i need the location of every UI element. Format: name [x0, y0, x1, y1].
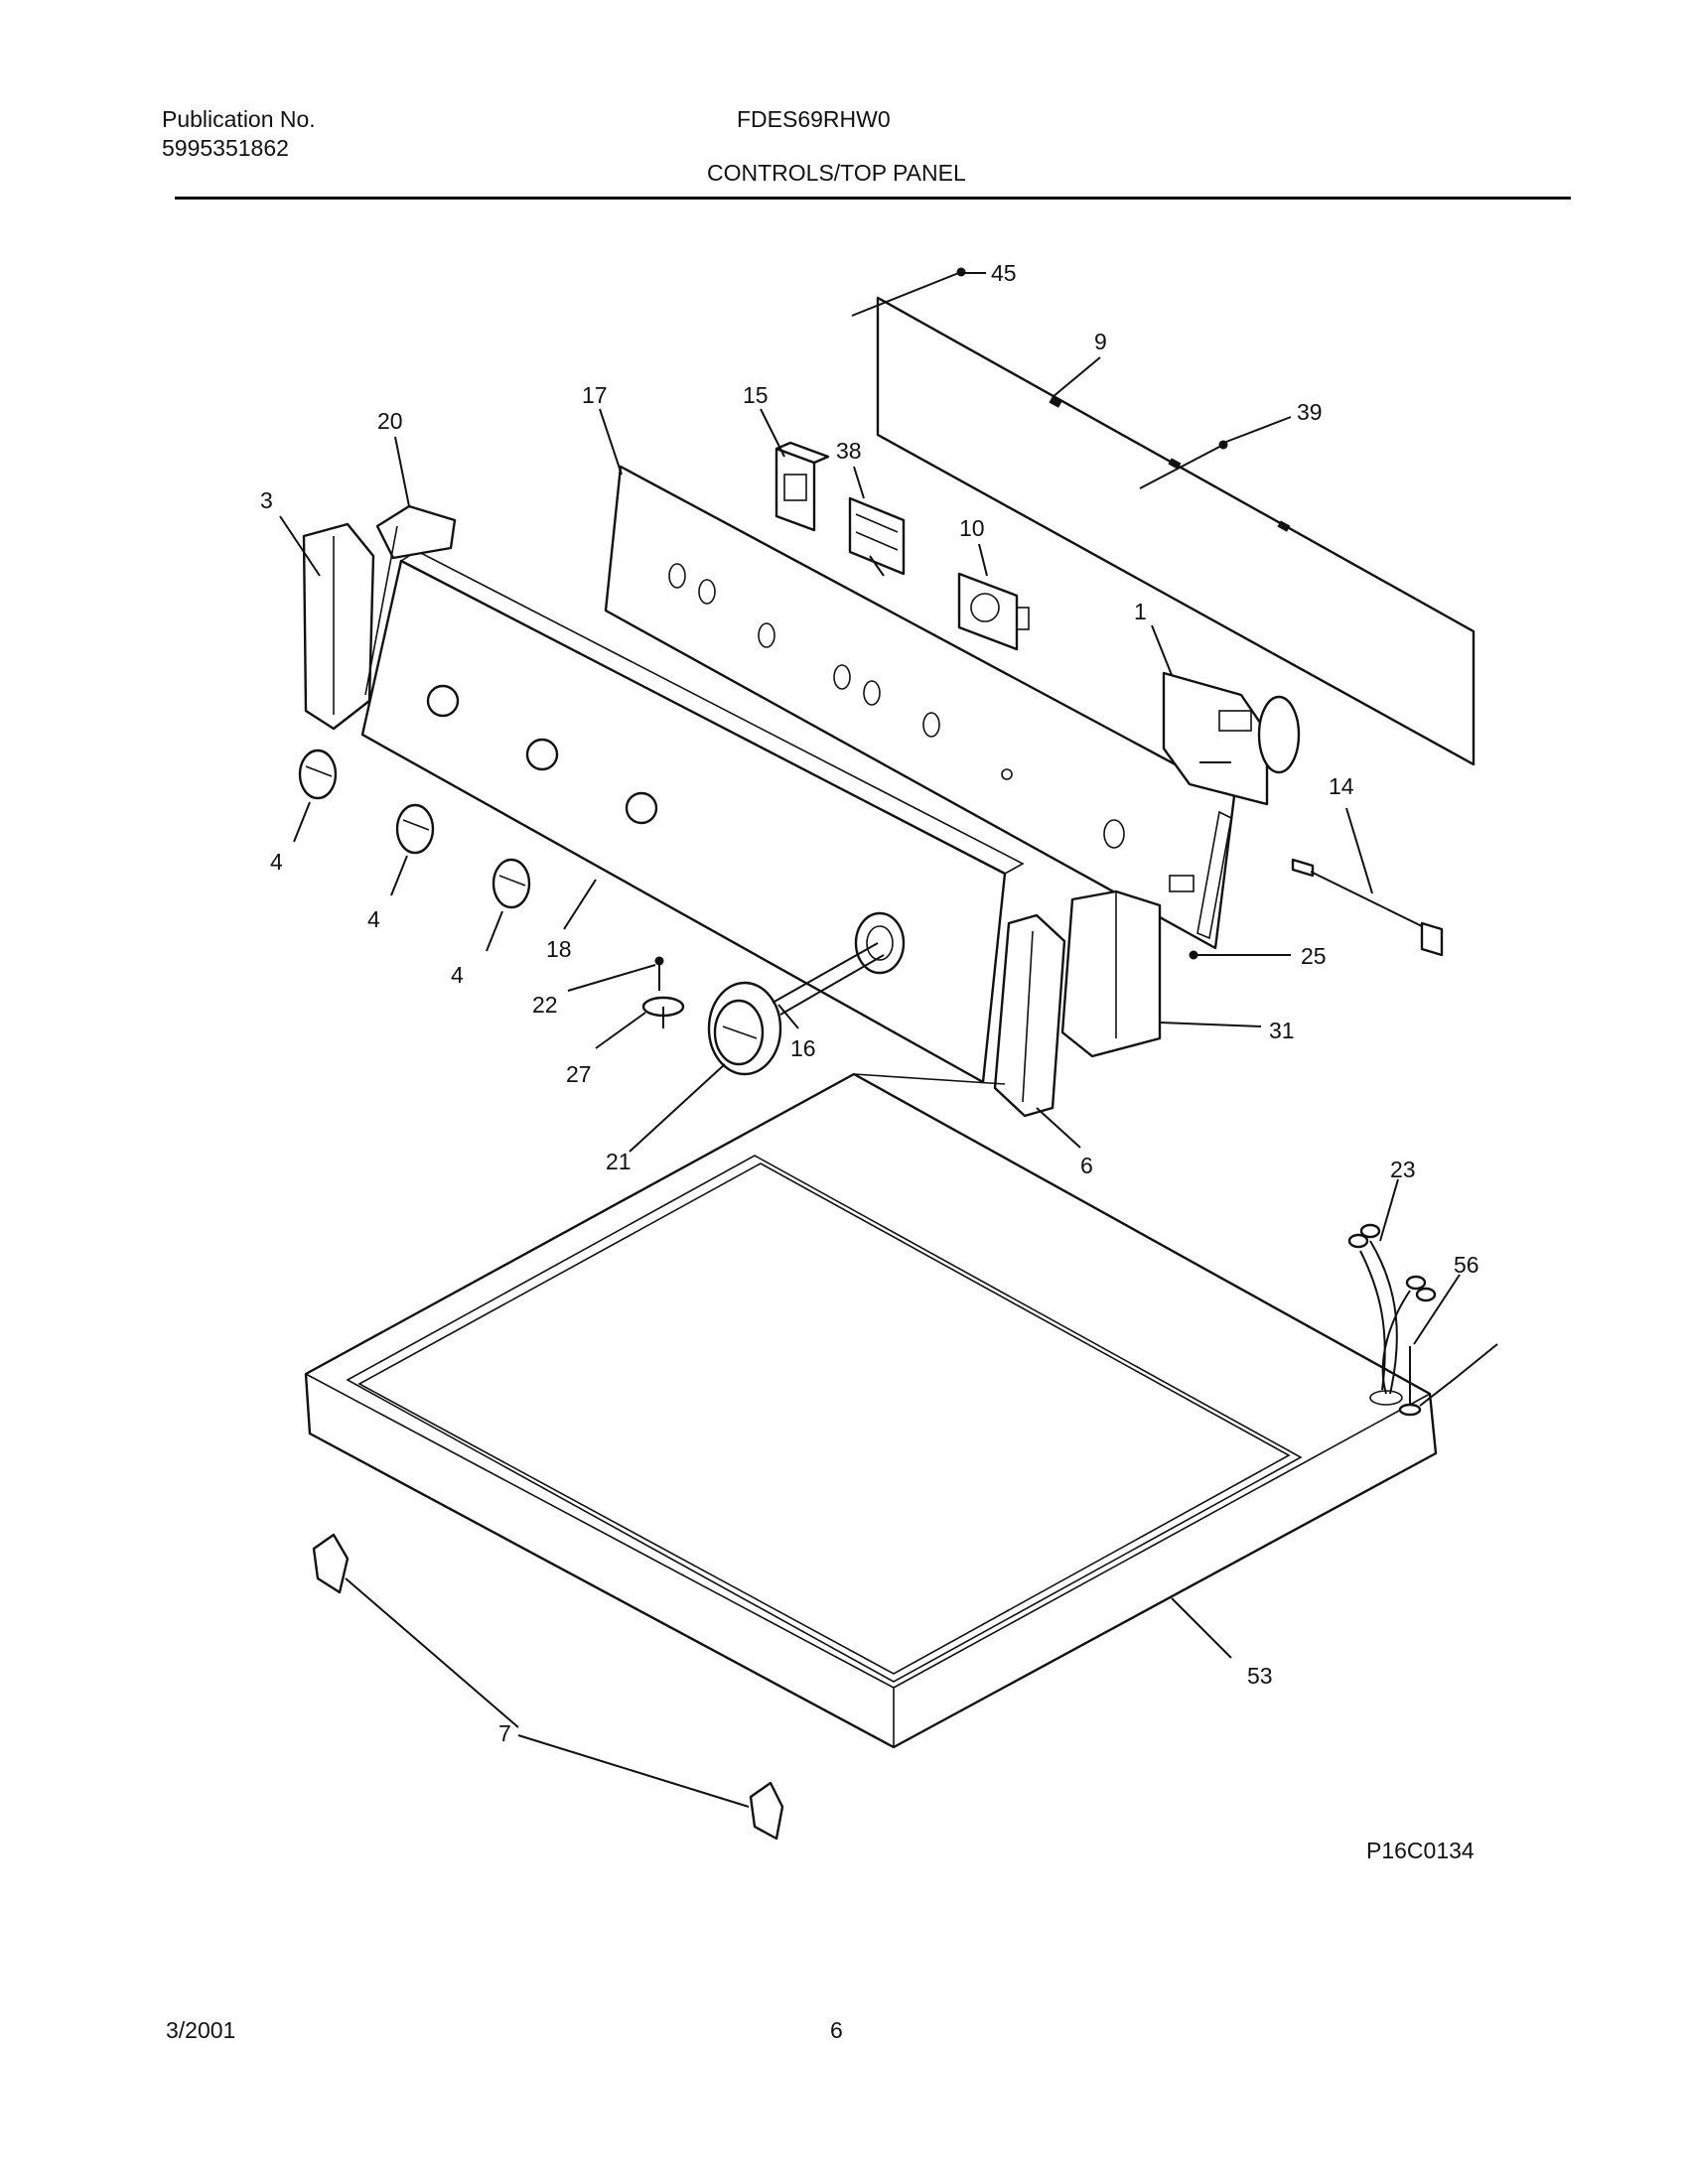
callout-label: 6 [1080, 1153, 1093, 1178]
callout-label: 31 [1269, 1018, 1295, 1043]
top-panel-part [304, 1072, 1438, 1749]
right-end-cap-part [993, 913, 1066, 1118]
callout-label: 7 [498, 1720, 511, 1746]
callout-label: 15 [743, 382, 769, 408]
screw-part [654, 956, 664, 991]
callout-label: 1 [1134, 599, 1147, 624]
console-panel-part [360, 550, 1025, 1084]
callout-label: 9 [1094, 329, 1107, 354]
callout-label: 17 [582, 382, 608, 408]
timer-part [1162, 671, 1301, 806]
callout-label: 53 [1247, 1663, 1273, 1689]
timer-knob-part [707, 981, 782, 1076]
screw-part [1139, 440, 1228, 489]
bracket-part [641, 996, 685, 1028]
overlay-label-part [1291, 858, 1444, 957]
switch-part [774, 441, 830, 532]
callout-label: 4 [270, 849, 283, 875]
callout-label: 4 [451, 962, 464, 988]
right-bracket-part [1060, 889, 1162, 1058]
drawing-code: P16C0134 [1366, 1838, 1475, 1863]
callout-label: 21 [606, 1149, 632, 1174]
page-number: 6 [830, 2017, 843, 2043]
callout-label: 4 [367, 906, 380, 932]
left-trim-part [364, 504, 457, 696]
callout-label: 39 [1297, 399, 1323, 425]
control-backplate-part [604, 465, 1236, 950]
left-end-cap-part [302, 522, 375, 731]
callout-label: 14 [1329, 773, 1354, 799]
screw-part [1189, 950, 1198, 960]
model-number: FDES69RHW0 [737, 106, 891, 132]
knob-part [395, 803, 435, 855]
screw-part [851, 267, 966, 317]
selector-switch-part [848, 496, 906, 577]
callout-label: 25 [1301, 943, 1327, 969]
shaft-part [772, 942, 885, 1016]
footer-date: 3/2001 [166, 2017, 236, 2043]
publication-number: 5995351862 [162, 135, 289, 161]
section-title: CONTROLS/TOP PANEL [707, 160, 966, 186]
callout-label: 20 [377, 408, 403, 434]
callout-label: 16 [790, 1035, 816, 1061]
pushbutton-switch-part [957, 572, 1030, 651]
callout-label: 45 [991, 260, 1017, 286]
header-divider [175, 197, 1571, 200]
callout-label: 23 [1390, 1157, 1416, 1182]
callout-label: 56 [1454, 1252, 1479, 1278]
callout-label: 10 [959, 515, 985, 541]
publication-label: Publication No. [162, 106, 316, 132]
callout-label: 22 [532, 992, 558, 1018]
hinge-part [749, 1781, 784, 1841]
ground-screw-part [1398, 1343, 1498, 1417]
hinge-part [312, 1533, 350, 1594]
callout-label: 38 [836, 438, 862, 464]
callout-labels: 45 9 39 20 17 15 38 10 3 1 14 4 4 4 18 2… [260, 260, 1479, 1746]
back-panel-part [876, 296, 1476, 766]
knob-part [298, 749, 338, 800]
leader-lines [279, 272, 1461, 1808]
callout-label: 3 [260, 487, 273, 513]
wire-harness-part [1347, 1223, 1437, 1406]
callout-label: 18 [546, 936, 572, 962]
callout-label: 27 [566, 1061, 592, 1087]
knob-part [492, 858, 531, 909]
